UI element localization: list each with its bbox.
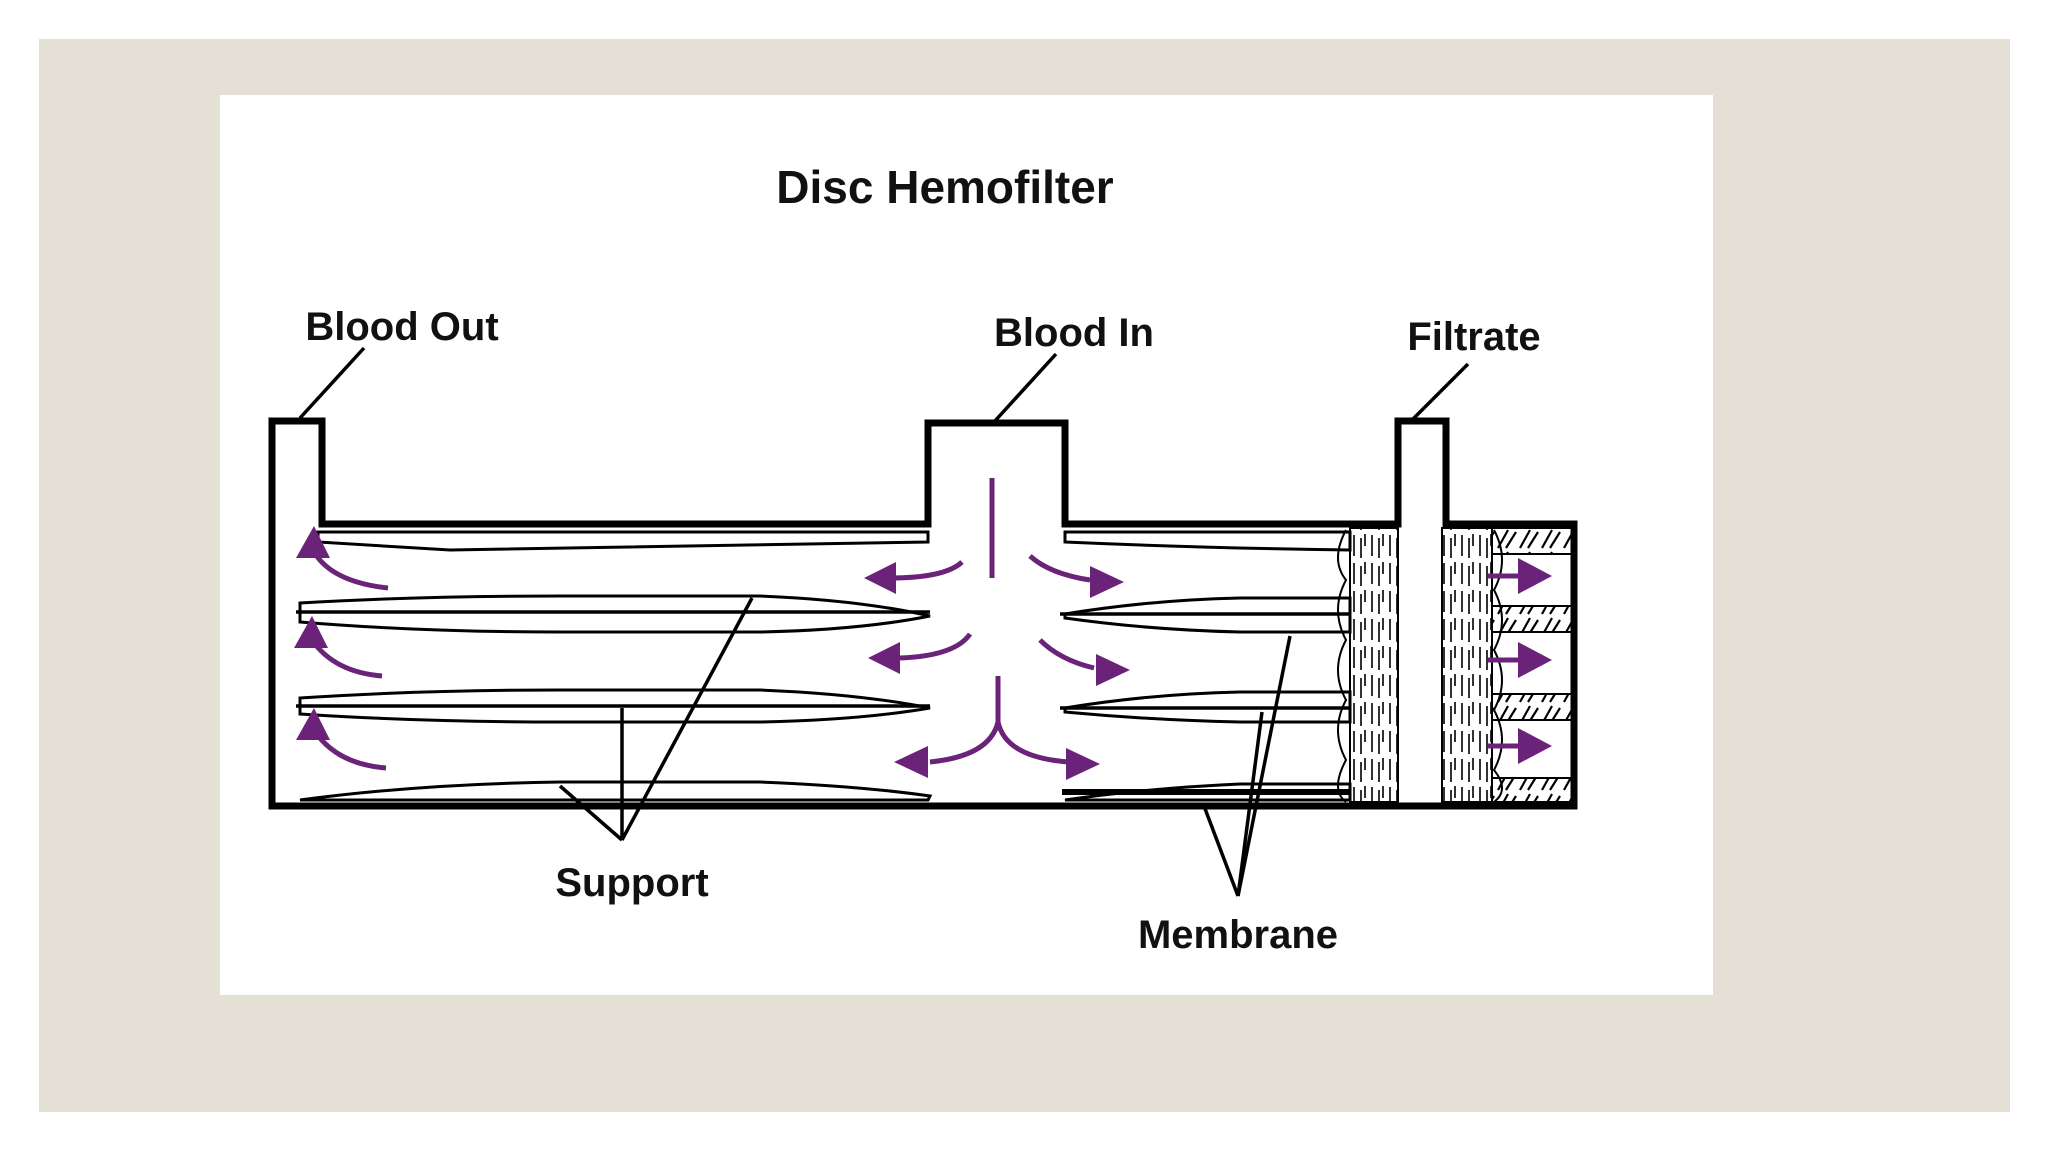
flow-arrow-right-icon (1518, 728, 1552, 764)
flow-arrow-left-icon (868, 642, 900, 674)
label-blood-in: Blood In (994, 311, 1154, 355)
label-support: Support (555, 861, 708, 905)
flow-arrows (294, 478, 1552, 780)
flow-arrow-right-icon (1096, 654, 1130, 686)
label-membrane: Membrane (1138, 913, 1338, 957)
flow-arrow-left-icon (894, 746, 928, 778)
flow-arrow-right-icon (1066, 748, 1100, 780)
filtrate-collector (1337, 527, 1575, 803)
label-blood-out: Blood Out (305, 305, 498, 349)
flow-arrow-right-icon (1090, 566, 1124, 598)
flow-arrow-up-icon (296, 526, 330, 558)
flow-arrow-up-icon (296, 708, 330, 740)
flow-arrow-right-icon (1518, 642, 1552, 678)
diagram-title: Disc Hemofilter (776, 161, 1114, 213)
flow-arrow-up-icon (294, 616, 328, 648)
flow-arrow-left-icon (864, 562, 896, 594)
leader-lines (298, 346, 1470, 897)
flow-arrow-right-icon (1518, 558, 1552, 594)
label-filtrate: Filtrate (1407, 315, 1540, 359)
